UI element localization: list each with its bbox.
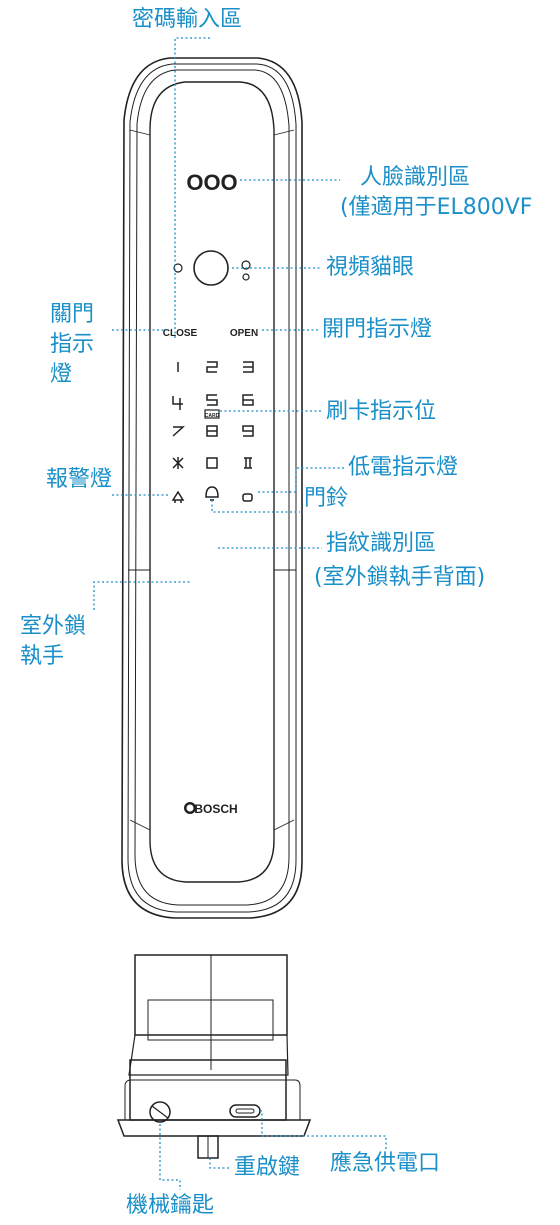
label-fingerprint: 指紋識別區 bbox=[326, 531, 437, 556]
face-sensor-text: OOO bbox=[186, 170, 237, 195]
label-outdoor-handle: 室外鎖 執手 bbox=[20, 614, 87, 669]
brand-logo bbox=[184, 802, 196, 814]
label-fingerprint-note: (室外鎖執手背面) bbox=[314, 565, 486, 590]
label-reset-key: 重啟鍵 bbox=[234, 1155, 301, 1180]
label-face-recognition: 人臉識別區 bbox=[360, 165, 471, 190]
label-mechanical-key: 機械鑰匙 bbox=[126, 1193, 215, 1218]
label-alarm-light: 報警燈 bbox=[46, 467, 113, 492]
label-face-note: (僅適用于EL800VF bbox=[340, 195, 533, 220]
label-open-indicator: 開門指示燈 bbox=[322, 317, 433, 342]
label-emergency-power: 應急供電口 bbox=[330, 1151, 441, 1176]
label-doorbell: 門鈴 bbox=[304, 486, 349, 511]
label-card-position: 刷卡指示位 bbox=[326, 399, 437, 424]
leader-lines bbox=[93, 37, 387, 1190]
label-keypad-area: 密碼輸入區 bbox=[132, 7, 243, 32]
lock-body bbox=[121, 57, 303, 919]
close-text: CLOSE bbox=[163, 328, 198, 339]
card-text: CARD bbox=[205, 413, 220, 419]
label-video-peephole: 視頻貓眼 bbox=[326, 255, 415, 280]
label-low-battery: 低電指示燈 bbox=[348, 455, 459, 480]
brand-text: BOSCH bbox=[194, 802, 237, 816]
lock-back-unit bbox=[116, 954, 312, 1159]
keypad bbox=[171, 361, 254, 503]
open-text: OPEN bbox=[230, 328, 258, 339]
peephole-camera bbox=[173, 250, 251, 286]
label-close-indicator: 關門 指示 燈 bbox=[50, 302, 95, 387]
